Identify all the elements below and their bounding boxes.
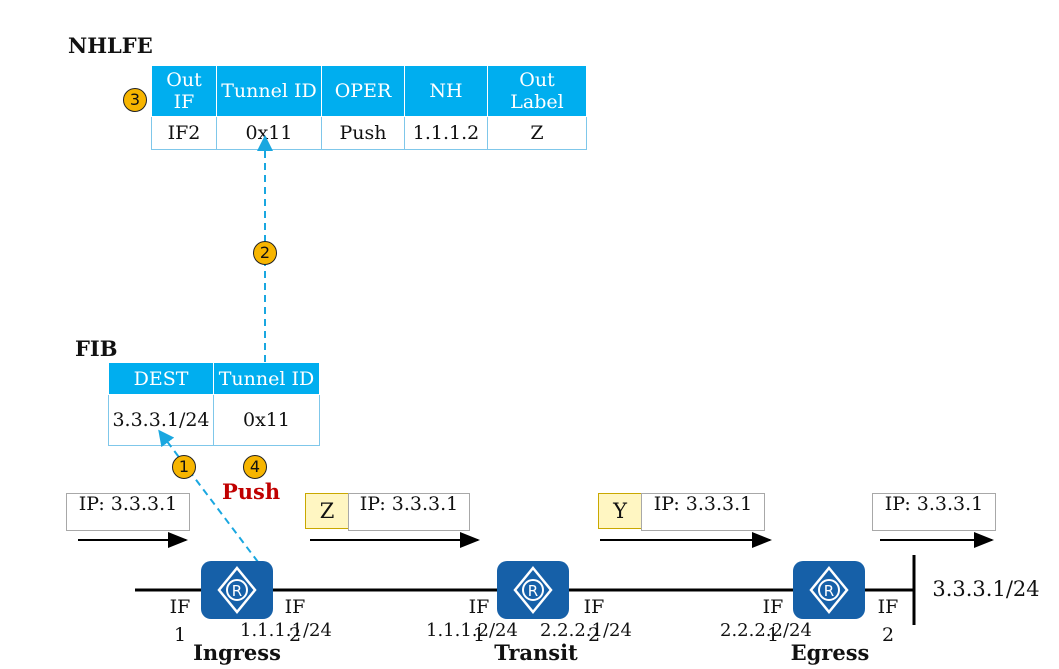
transit-if-right: IF 2 (583, 596, 605, 646)
router-ingress[interactable]: R (201, 561, 273, 619)
packet-2-ip: IP: 3.3.3.1 (348, 493, 470, 531)
packet-3-label: Y (598, 493, 642, 529)
ingress-if-left: IF 1 (169, 596, 191, 646)
router-icon: R (217, 566, 257, 614)
dashed-arrow-router-to-fib (158, 429, 259, 563)
router-name-ingress: Ingress (193, 640, 281, 665)
fib-title: FIB (75, 336, 118, 361)
egress-if-left: IF 1 (762, 596, 784, 646)
packet-3-ip: IP: 3.3.3.1 (641, 493, 765, 531)
nhlfe-table: Out IF Tunnel ID OPER NH Out Label IF2 0… (151, 65, 587, 150)
router-name-transit: Transit (494, 640, 578, 665)
transit-if-left: IF 1 (468, 596, 490, 646)
nhlfe-cell-out-if: IF2 (151, 116, 217, 150)
ip-egress-if1: 2.2.2.2/24 (720, 620, 812, 641)
destination-network: 3.3.3.1/24 (932, 577, 1040, 601)
step-4-badge: 4 (243, 455, 267, 479)
ingress-if-right: IF 2 (284, 596, 306, 646)
packet-1-ip: IP: 3.3.3.1 (66, 493, 190, 531)
fib-table: DEST Tunnel ID 3.3.3.1/24 0x11 (108, 362, 320, 446)
packet-2-label: Z (305, 493, 349, 529)
fib-header-dest: DEST (108, 362, 214, 395)
nhlfe-header-nh: NH (404, 65, 488, 117)
router-transit[interactable]: R (497, 561, 569, 619)
router-icon: R (513, 566, 553, 614)
step-2-badge: 2 (253, 241, 277, 265)
router-icon: R (809, 566, 849, 614)
step-1-badge: 1 (172, 455, 196, 479)
fib-header-tunnel-id: Tunnel ID (213, 362, 320, 395)
nhlfe-cell-out-label: Z (487, 116, 587, 150)
nhlfe-header-oper: OPER (321, 65, 405, 117)
svg-text:R: R (528, 582, 538, 600)
ip-transit-if1: 1.1.1.2/24 (426, 620, 518, 641)
ip-ingress-if2: 1.1.1.1/24 (240, 620, 332, 641)
nhlfe-cell-nh: 1.1.1.2 (404, 116, 488, 150)
ip-transit-if2: 2.2.2.1/24 (540, 620, 632, 641)
egress-if-right: IF 2 (877, 596, 899, 646)
nhlfe-title: NHLFE (68, 33, 153, 58)
svg-text:R: R (232, 582, 242, 600)
router-egress[interactable]: R (793, 561, 865, 619)
svg-text:R: R (824, 582, 834, 600)
packet-4-ip: IP: 3.3.3.1 (872, 493, 996, 531)
fib-cell-tunnel-id: 0x11 (213, 394, 320, 446)
nhlfe-header-out-label: Out Label (487, 65, 587, 117)
nhlfe-cell-oper: Push (321, 116, 405, 150)
step-3-badge: 3 (123, 88, 147, 112)
router-name-egress: Egress (790, 640, 870, 665)
push-label: Push (222, 479, 281, 504)
nhlfe-header-out-if: Out IF (151, 65, 217, 117)
